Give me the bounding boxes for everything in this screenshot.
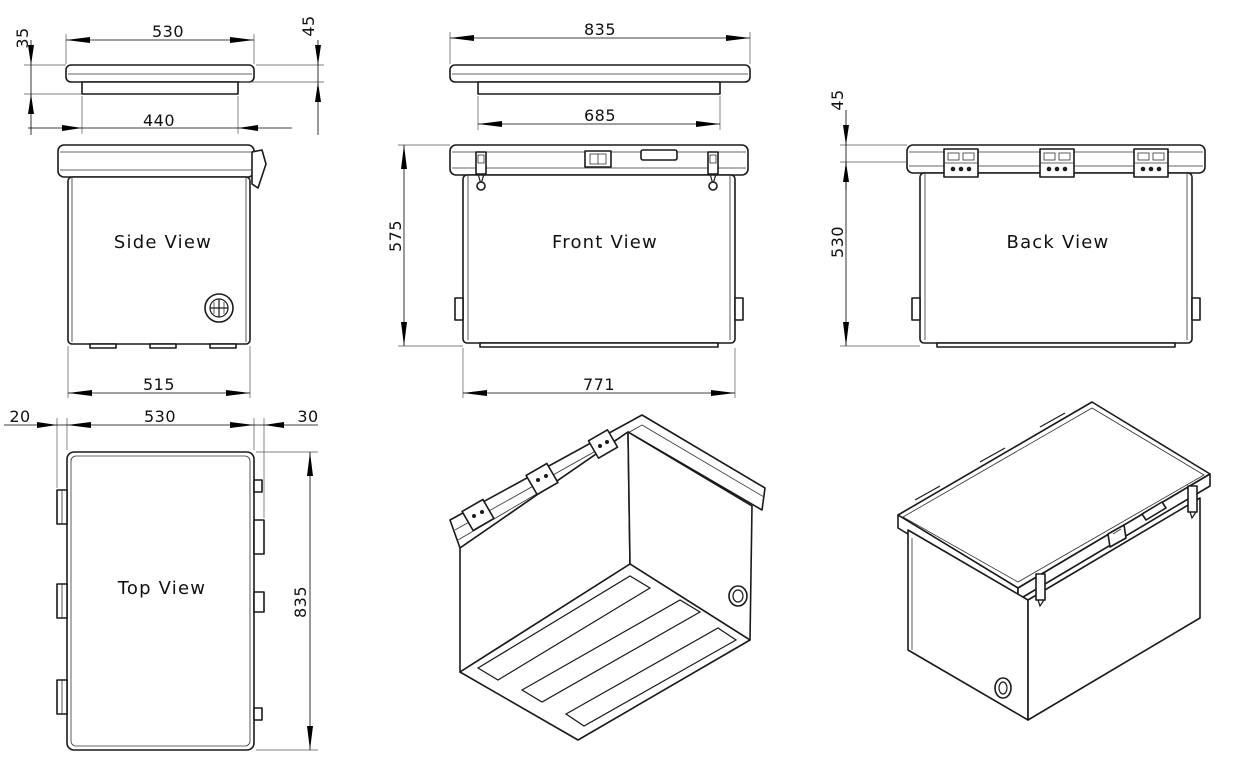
dim-label-front-lid-inner: 685 xyxy=(584,106,616,125)
dim-label-top-left-offset: 20 xyxy=(9,407,30,426)
iso-top-latch-right-icon xyxy=(1187,485,1198,520)
iso-underside-hinge-3-icon xyxy=(587,429,619,459)
top-lock-icon xyxy=(253,591,265,613)
dim-front-lid-inner xyxy=(477,96,721,130)
side-view-label: Side View xyxy=(114,232,212,253)
side-view-body xyxy=(57,144,267,349)
iso-top-drain-plug-icon xyxy=(994,677,1012,699)
iso-underside-view xyxy=(449,414,766,741)
front-view-label: Front View xyxy=(552,232,658,253)
front-view-lid xyxy=(449,64,751,95)
back-hinge-left-icon xyxy=(943,148,979,178)
dim-front-base xyxy=(462,348,736,398)
front-view-body xyxy=(449,144,749,348)
back-hinge-middle-icon xyxy=(1039,148,1075,178)
dim-top-length xyxy=(256,451,318,751)
dim-label-back-lid-height: 45 xyxy=(828,89,847,110)
iso-top-view xyxy=(897,401,1211,721)
drain-plug-icon xyxy=(204,293,234,323)
dim-label-front-height: 575 xyxy=(386,220,405,252)
top-latch-1-icon xyxy=(253,479,263,493)
front-handle-icon xyxy=(640,149,678,161)
iso-underside-hinge-1-icon xyxy=(461,498,495,532)
front-lock-icon xyxy=(584,150,612,168)
back-view-label: Back View xyxy=(1007,232,1110,253)
back-hinge-right-icon xyxy=(1133,148,1169,178)
iso-top-handle-icon xyxy=(1141,501,1167,521)
dim-side-lid-inner xyxy=(28,96,292,134)
top-latch-2-icon xyxy=(253,707,263,721)
dim-label-side-lid-width: 530 xyxy=(152,22,184,41)
front-latch-left-icon xyxy=(475,151,487,191)
side-latch-icon xyxy=(251,149,267,189)
dim-label-side-base: 515 xyxy=(143,375,175,394)
top-hinge-2-icon xyxy=(56,583,68,619)
iso-top-lock-icon xyxy=(1107,524,1127,548)
dim-label-top-right-offset: 30 xyxy=(297,407,318,426)
dim-label-side-lid-total: 45 xyxy=(299,15,318,36)
top-handle-icon xyxy=(253,519,265,555)
top-view-label: Top View xyxy=(117,578,206,599)
top-hinge-3-icon xyxy=(56,679,68,715)
dim-back-lid-height xyxy=(840,110,907,190)
dim-label-top-length: 835 xyxy=(291,586,310,618)
dim-label-front-lid-width: 835 xyxy=(584,20,616,39)
dim-front-height xyxy=(398,144,463,347)
dim-top-width xyxy=(4,418,318,518)
dim-side-base xyxy=(67,346,251,398)
dim-label-front-base: 771 xyxy=(583,375,615,394)
dim-side-lid-width xyxy=(65,34,255,64)
iso-underside-drain-plug-icon xyxy=(728,585,748,607)
top-hinge-1-icon xyxy=(56,489,68,525)
iso-top-latch-left-icon xyxy=(1035,573,1046,608)
dim-back-body-height xyxy=(840,162,920,347)
dim-label-back-body-height: 530 xyxy=(828,226,847,258)
side-view-lid xyxy=(65,64,255,95)
front-latch-right-icon xyxy=(707,151,719,191)
dim-label-top-width: 530 xyxy=(144,407,176,426)
top-view-body xyxy=(56,451,265,751)
dim-front-lid-width xyxy=(449,32,751,64)
dim-label-side-lid-thickness: 35 xyxy=(13,27,32,48)
dim-side-lid-total xyxy=(240,40,324,135)
dim-side-lid-thickness xyxy=(24,40,82,135)
dim-label-side-lid-inner: 440 xyxy=(143,111,175,130)
iso-underside-hinge-2-icon xyxy=(525,462,559,496)
back-view-body xyxy=(906,144,1206,348)
